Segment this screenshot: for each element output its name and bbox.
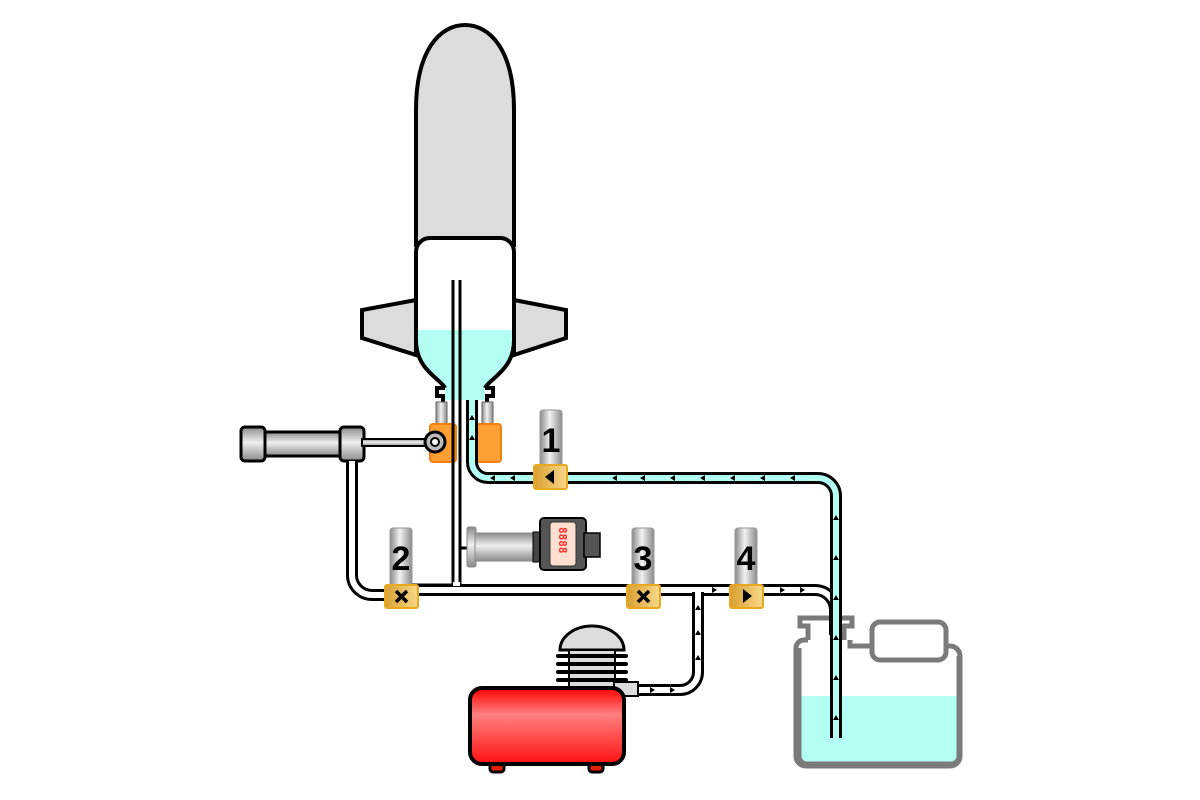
valve-2-label: 2	[392, 540, 411, 578]
compressor-tank	[468, 686, 626, 766]
water-flow-arrows	[469, 415, 839, 720]
water-jug	[793, 615, 963, 769]
air-compressor[interactable]	[468, 624, 639, 774]
cross-icon	[636, 589, 651, 604]
valve-4[interactable]: 4	[729, 527, 764, 609]
gauge-display: 8888	[556, 527, 569, 554]
triangle-left-icon	[545, 470, 554, 484]
valve-4-label: 4	[737, 540, 756, 578]
valve-1-label: 1	[542, 422, 561, 460]
rocket-nose	[414, 22, 516, 247]
valve-3[interactable]: 3	[626, 527, 661, 609]
main-air-pipe	[410, 584, 841, 635]
launcher-clamp-right	[474, 423, 502, 463]
rocket-fin-right	[512, 297, 568, 358]
cross-icon	[394, 589, 409, 604]
pressure-gauge: 8888	[460, 517, 601, 571]
valve-3-label: 3	[634, 540, 653, 578]
jug-handle	[869, 619, 949, 663]
handle-hose	[346, 461, 390, 601]
release-pull-handle[interactable]	[239, 425, 447, 463]
rocket-fin-left	[360, 297, 418, 358]
valve-1[interactable]: 1	[533, 409, 568, 490]
triangle-right-icon	[743, 589, 752, 603]
rocket-water	[416, 330, 514, 400]
valve-2[interactable]: 2	[384, 527, 419, 609]
rocket	[360, 22, 568, 427]
jug-water	[799, 696, 959, 764]
